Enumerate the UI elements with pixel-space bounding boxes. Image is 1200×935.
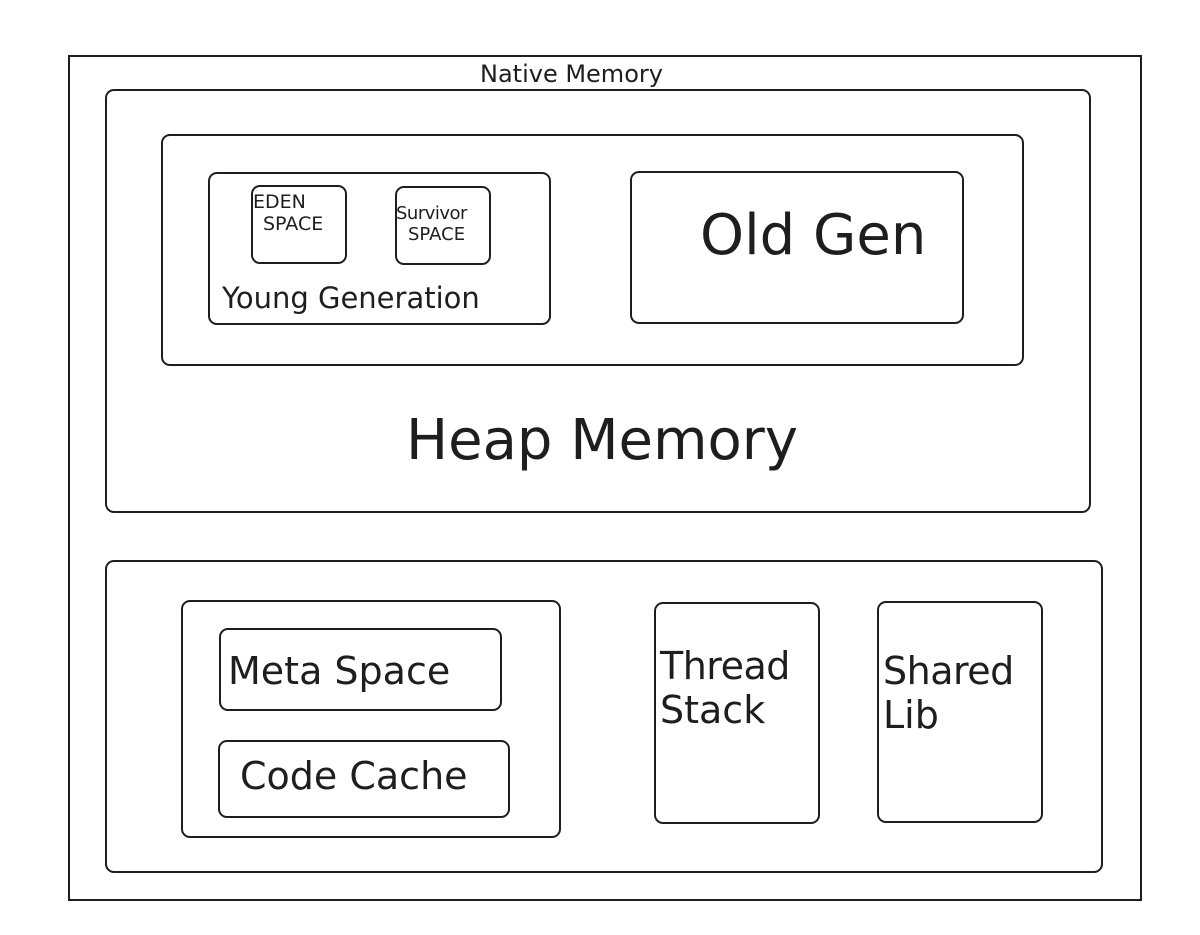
- native-memory-box: [68, 55, 1142, 901]
- metaspace-codecache-group-box: [181, 600, 561, 838]
- eden-space-line2: SPACE: [263, 213, 324, 236]
- thread-stack-line1: Thread: [660, 644, 790, 688]
- survivor-space-line2: SPACE: [408, 224, 466, 246]
- code-cache-box: [218, 740, 510, 818]
- thread-stack-line2: Stack: [660, 687, 766, 732]
- shared-lib-line2: Lib: [883, 692, 939, 737]
- eden-space-box: [251, 185, 347, 264]
- non-heap-box: [105, 560, 1103, 873]
- survivor-space-box: [395, 186, 491, 265]
- heap-memory-box: [105, 89, 1091, 513]
- meta-space-label: Meta Space: [228, 649, 451, 693]
- young-generation-box: [208, 172, 551, 325]
- shared-lib-box: [877, 601, 1043, 823]
- meta-space-box: [219, 628, 502, 711]
- native-memory-label: Native Memory: [480, 60, 663, 88]
- old-gen-label: Old Gen: [700, 203, 927, 268]
- eden-space-line1: EDEN: [253, 191, 306, 213]
- eden-space-label: EDEN SPACE: [251, 191, 323, 236]
- heap-regions-box: [161, 134, 1024, 366]
- young-generation-label: Young Generation: [222, 281, 480, 315]
- survivor-space-label: Survivor SPACE: [396, 203, 467, 245]
- code-cache-label: Code Cache: [240, 754, 468, 798]
- shared-lib-label: Shared Lib: [883, 649, 1014, 737]
- heap-memory-label: Heap Memory: [406, 408, 798, 473]
- old-gen-box: [630, 171, 964, 324]
- shared-lib-line1: Shared: [883, 649, 1014, 693]
- thread-stack-box: [654, 602, 820, 824]
- thread-stack-label: Thread Stack: [660, 644, 790, 732]
- survivor-space-line1: Survivor: [396, 203, 467, 224]
